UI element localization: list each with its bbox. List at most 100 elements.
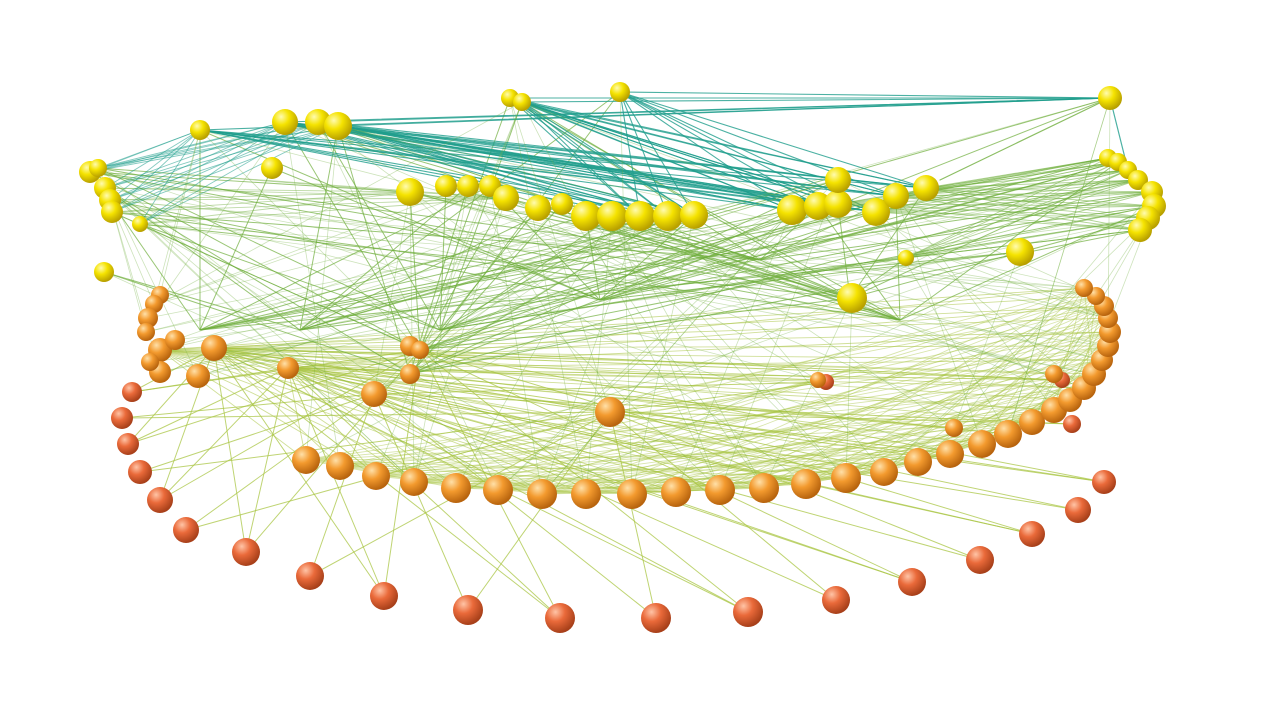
edge-inner-chord (375, 317, 1109, 477)
edge-inner-chord (631, 359, 1103, 495)
edge-cluster-mid (639, 215, 851, 299)
edge-cross (895, 195, 983, 445)
node-inner (400, 468, 428, 496)
node-inner (400, 364, 420, 384)
edge-left-bundle (109, 191, 411, 201)
edge-layer (89, 91, 1155, 619)
edge-left-bundle (109, 197, 507, 201)
edge-cross (337, 125, 1085, 389)
edge-cluster-top (619, 91, 1111, 99)
node-top (396, 178, 424, 206)
edge-left-bundle (111, 197, 507, 213)
edge-cross (1095, 229, 1141, 297)
node-top (513, 93, 531, 111)
node-inner (791, 469, 821, 499)
edge-cross (147, 121, 286, 319)
edge-cluster-mid (439, 169, 1129, 331)
edge-outer-hub (609, 381, 827, 413)
edge-cross (611, 215, 847, 479)
edge-cross (419, 101, 523, 351)
edge-cluster-top (337, 125, 641, 217)
edge-cross (521, 101, 721, 491)
edge-inner-chord (949, 295, 1097, 455)
edge-cluster-mid (97, 167, 851, 299)
edge-outer-hub (213, 347, 247, 553)
node-top (324, 112, 352, 140)
edge-right-bundle (925, 187, 1141, 231)
edge-right-bundle (905, 169, 1129, 259)
edge-cluster-mid (409, 97, 1111, 375)
edge-inner-chord (883, 317, 1109, 473)
edge-cluster-mid (271, 167, 601, 301)
edge-right-bundle (875, 211, 1141, 231)
edge-cross (667, 215, 1071, 401)
edge-cross (89, 171, 1095, 375)
edge-cross (541, 209, 793, 495)
edge-cluster-mid (199, 215, 587, 331)
edge-cluster-mid (284, 121, 761, 261)
edge-cluster-top (619, 91, 839, 205)
edge-left-bundle (104, 121, 286, 189)
edge-cluster-mid (199, 185, 491, 331)
edge-inner-hub (159, 349, 543, 495)
edge-cross (111, 211, 421, 351)
edge-right-bundle (895, 195, 1141, 231)
edge-left-bundle (109, 121, 319, 201)
edge-cross (305, 125, 339, 461)
node-inner (138, 308, 158, 328)
edge-cluster-top (521, 101, 641, 217)
edge-outer-hub (127, 347, 215, 445)
edge-inner-hub (159, 349, 1103, 361)
edge-left-bundle (139, 121, 319, 225)
edge-inner-chord (1031, 295, 1097, 423)
edge-cluster-top (199, 129, 839, 205)
edge-left-bundle (104, 129, 201, 189)
node-top (190, 120, 210, 140)
edge-inner-chord (413, 345, 1109, 483)
edge-left-bundle (111, 129, 201, 213)
edge-outer-hub (287, 367, 1105, 483)
edge-inner-chord (305, 459, 847, 479)
node-inner (165, 330, 185, 350)
node-inner (595, 397, 625, 427)
edge-right-bundle (875, 179, 1139, 213)
edge-inner-hub (287, 367, 819, 381)
edge-cluster-mid (199, 167, 273, 331)
edge-inner-chord (339, 373, 1095, 467)
edge-cluster-mid (409, 191, 901, 321)
edge-cluster-mid (439, 207, 539, 331)
edge-right-bundle (925, 161, 1119, 189)
node-inner (904, 448, 932, 476)
node-inner (483, 475, 513, 505)
edge-cluster-mid (599, 214, 695, 301)
edge-inner-chord (339, 409, 1055, 467)
edge-cluster-mid (104, 187, 411, 375)
node-outer (117, 433, 139, 455)
node-inner (571, 479, 601, 509)
edge-inner-hub (213, 317, 1109, 349)
node-top (1098, 86, 1122, 110)
edge-cross (153, 129, 201, 305)
edge-cluster-top (337, 125, 897, 197)
edge-inner-chord (455, 331, 1111, 489)
node-outer (545, 603, 575, 633)
node-outer (128, 460, 152, 484)
edge-cluster-mid (439, 257, 907, 331)
edge-cross (197, 179, 1139, 377)
edge-cluster-mid (109, 199, 601, 301)
node-top (132, 216, 148, 232)
edge-left-bundle (97, 129, 201, 169)
edge-cross (97, 167, 499, 491)
edge-cluster-top (619, 91, 695, 216)
node-top (1128, 218, 1152, 242)
edge-inner-chord (375, 399, 1071, 477)
edge-cross (373, 215, 641, 395)
edge-outer-hub (121, 393, 375, 419)
node-inner (141, 353, 159, 371)
node-top (777, 195, 807, 225)
node-inner (749, 473, 779, 503)
edge-cross (497, 209, 793, 491)
edge-outer-hub (213, 347, 1063, 381)
edge-right-bundle (895, 191, 1153, 197)
edge-cluster-top (317, 97, 1111, 123)
